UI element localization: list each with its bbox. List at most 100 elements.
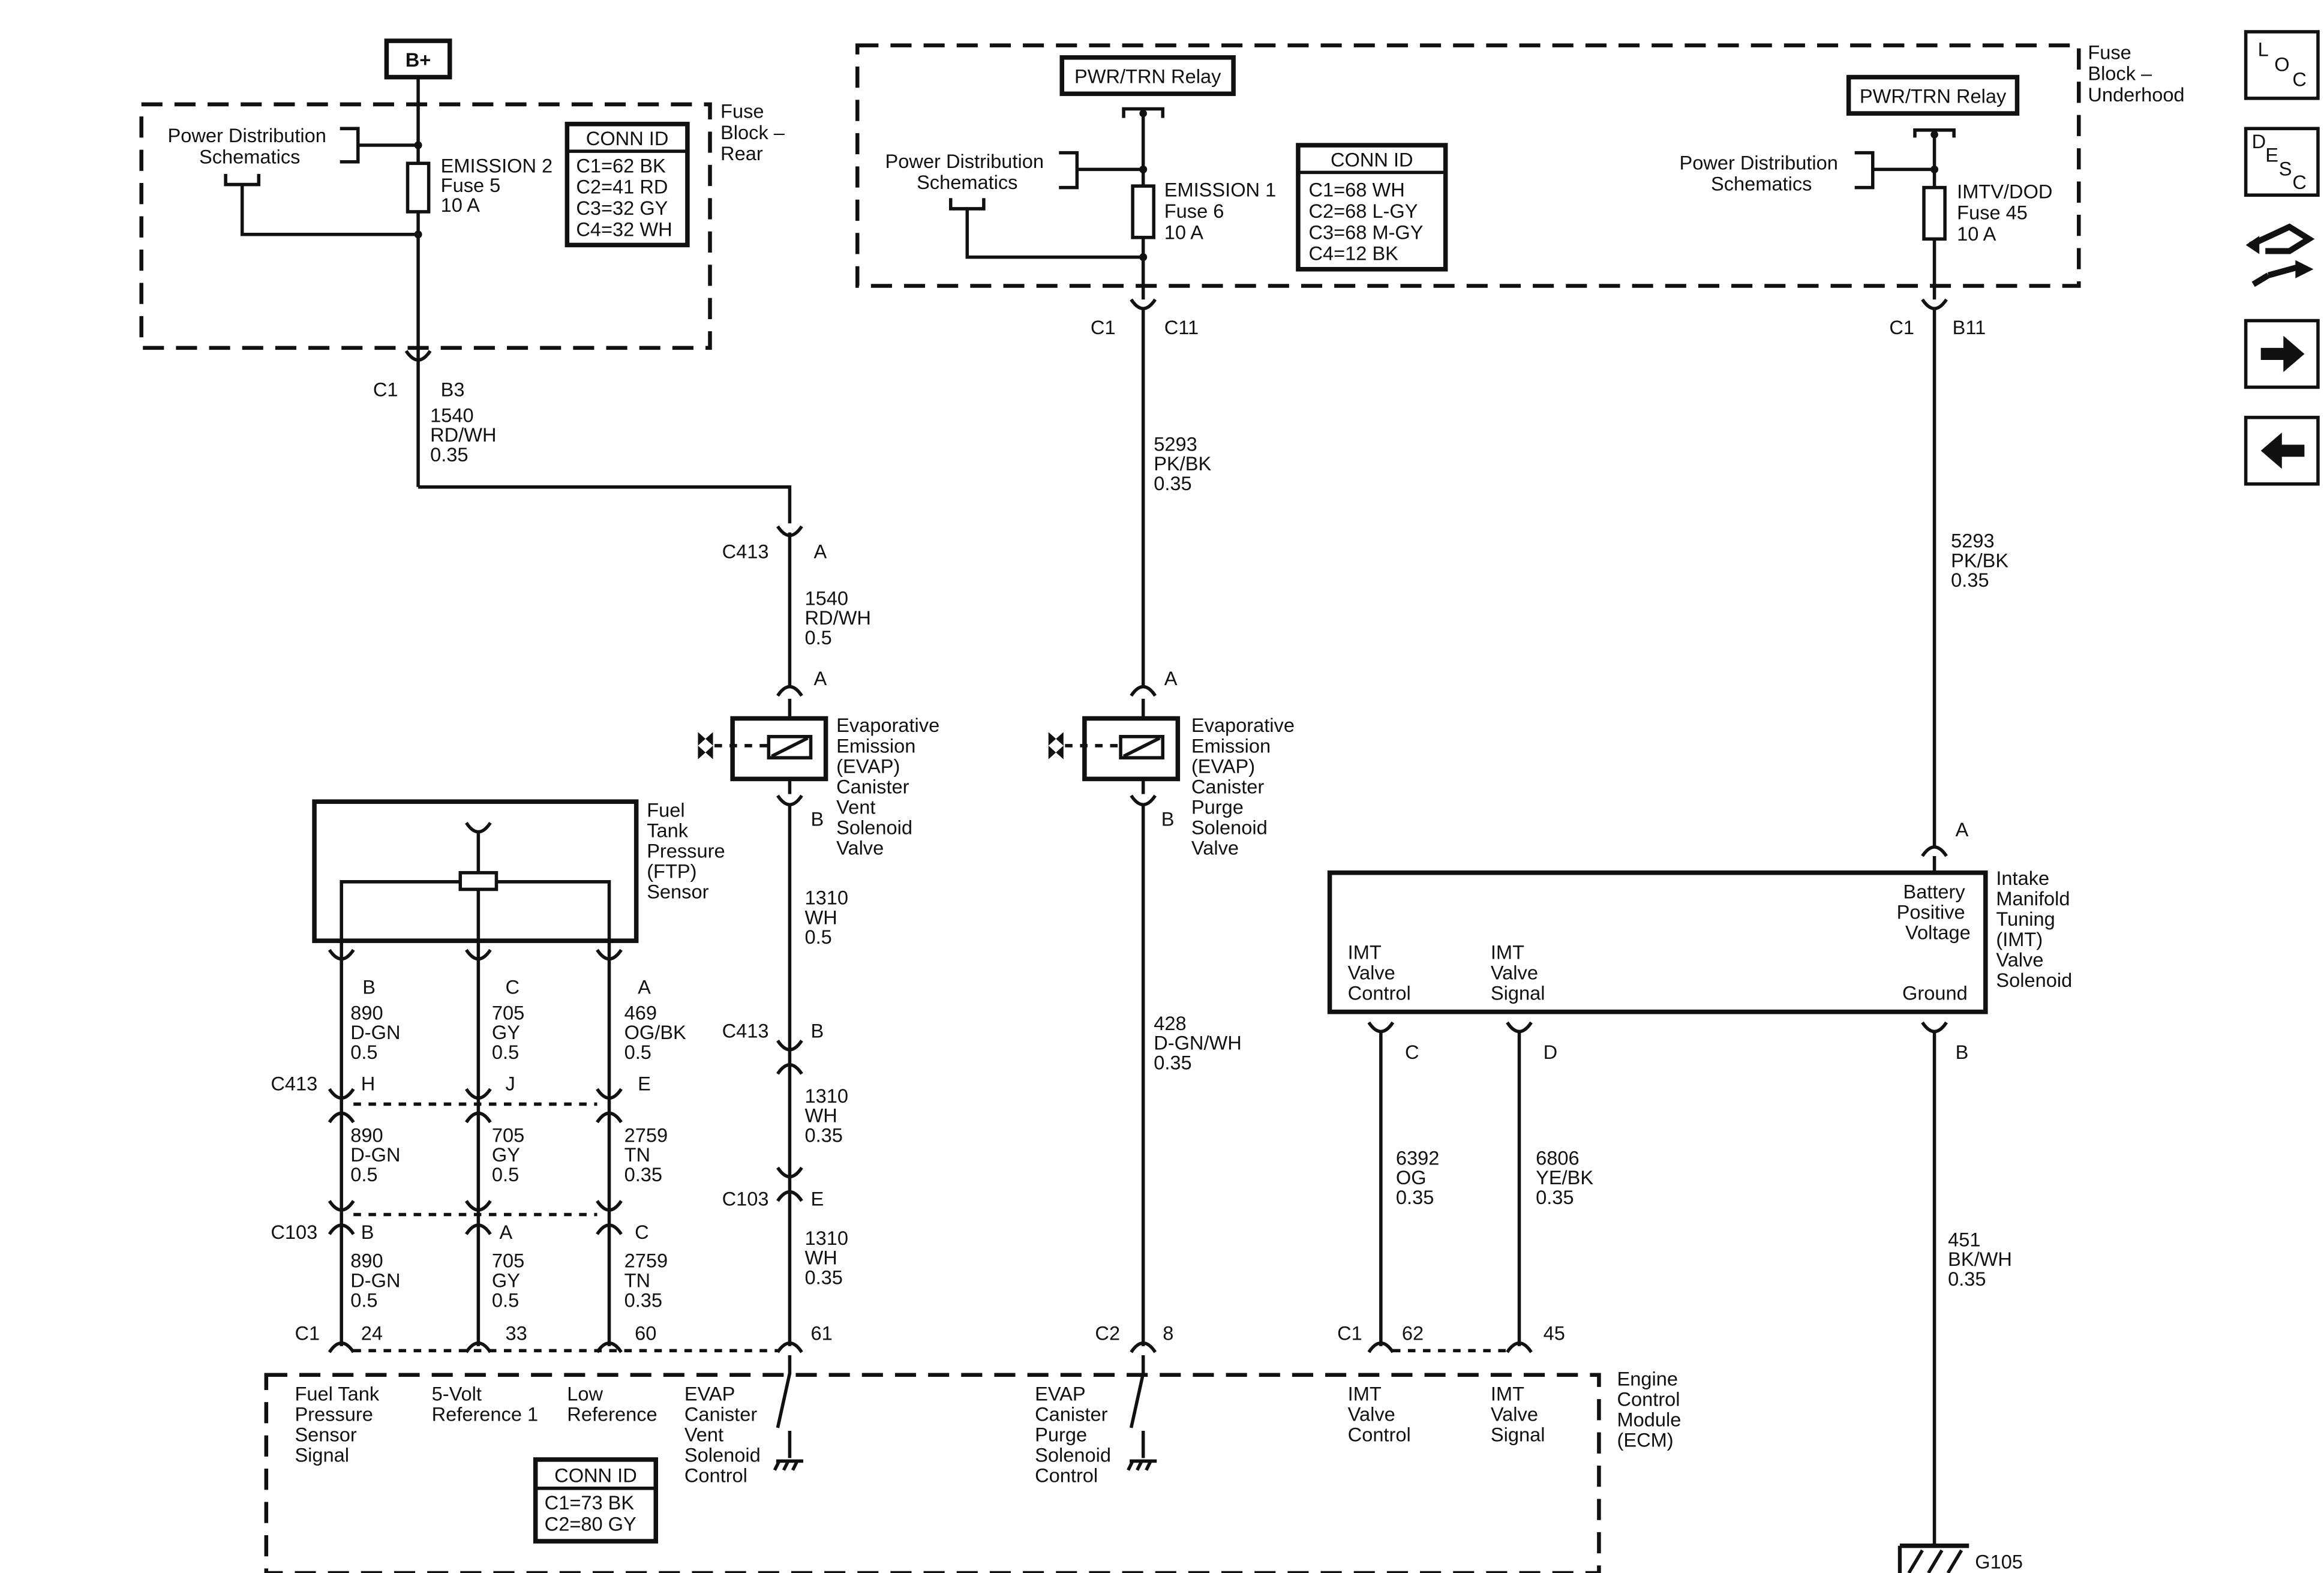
svg-text:1310 WH 0.5: 1310 WH 0.5 <box>804 887 854 948</box>
svg-text:J: J <box>506 1073 515 1095</box>
ground-label: G105 <box>1975 1550 2023 1572</box>
pwr-trn-relay-1 <box>1059 55 1236 97</box>
fuse-block-rear-title: Fuse Block – Rear <box>720 100 790 165</box>
svg-text:Low Reference: Low Reference <box>567 1383 657 1425</box>
svg-text:Fuel Tank Pressure: Fuel Tank Pressure Sensor Signal <box>295 1383 385 1466</box>
imt-solenoid-branch: C1 B11 5293 PK/BK 0.35 A Battery Positiv… <box>1327 298 2075 1573</box>
svg-text:A: A <box>1164 667 1178 689</box>
connector-swap-icon[interactable] <box>2245 223 2315 287</box>
prev-arrow-button[interactable] <box>2244 416 2320 486</box>
svg-text:IMT Valve Control: IMT Valve Control <box>1348 941 1411 1004</box>
battery-label: B+ <box>406 49 431 71</box>
evap-vent-label: Evaporative Emission (EVAP) Canister Ven… <box>836 714 945 858</box>
svg-text:C: C <box>2292 68 2307 91</box>
svg-text:B: B <box>811 807 824 830</box>
ftp-sensor-branch: Fuel Tank Pressure (FTP) Sensor B C A 89… <box>271 798 778 1353</box>
wire-1540b-label: 1540 RD/WH 0.5 <box>804 587 876 649</box>
svg-text:C1=62 BK C2=41 RD: C1=62 BK C2=41 RD C3=32 GY C4=32 WH <box>576 154 673 240</box>
svg-text:C1: C1 <box>1091 316 1116 338</box>
next-arrow-button[interactable] <box>2244 319 2320 389</box>
arrow-left-icon <box>2260 433 2305 469</box>
svg-text:H: H <box>361 1073 376 1095</box>
svg-text:IMT Valve Control: IMT Valve Control <box>1348 1383 1411 1446</box>
svg-text:C2: C2 <box>1095 1322 1120 1344</box>
svg-text:E: E <box>638 1073 651 1095</box>
svg-text:E: E <box>811 1187 824 1209</box>
wire-1540-run <box>418 485 792 524</box>
ecm: Engine Control Module (ECM) Fuel Tank Pr… <box>264 1355 1681 1573</box>
fuse-block-rear-outline <box>139 102 712 350</box>
svg-text:B: B <box>362 975 376 998</box>
conn-b3-label: B3 <box>441 378 465 400</box>
svg-text:D: D <box>1544 1041 1558 1063</box>
pwr-trn-relay-2 <box>1846 74 2020 116</box>
svg-text:D: D <box>2252 130 2266 152</box>
svg-text:PWR/TRN Relay: PWR/TRN Relay <box>1074 65 1221 88</box>
svg-text:60: 60 <box>635 1322 656 1344</box>
evap-purge-branch: C1 C11 5293 PK/BK 0.35 A Evaporative Emi… <box>1048 298 1300 1353</box>
evap-purge-label: Evaporative Emission (EVAP) Canister Pur… <box>1191 714 1300 858</box>
ground-g105-icon <box>1897 1543 1969 1573</box>
svg-text:PWR/TRN Relay: PWR/TRN Relay <box>1860 85 2007 107</box>
fuse-block-underhood: Fuse Block – Underhood PWR/TRN Relay Pow… <box>855 41 2185 300</box>
connector-c1-b3 <box>404 350 432 362</box>
svg-text:Power Distribution Schem: Power Distribution Schematics <box>885 150 1049 193</box>
svg-text:428 D-GN/WH 0.35: 428 D-GN/WH 0.35 <box>1154 1012 1247 1074</box>
svg-text:1310 WH 0.35: 1310 WH 0.35 <box>804 1227 854 1289</box>
svg-text:C103: C103 <box>271 1221 317 1243</box>
svg-text:C: C <box>506 975 520 998</box>
svg-text:E: E <box>2265 144 2278 166</box>
valve-icon <box>1048 732 1064 760</box>
svg-text:A: A <box>638 975 651 998</box>
svg-text:B: B <box>811 1019 824 1041</box>
fuse-emission1 <box>1131 184 1155 239</box>
svg-text:8: 8 <box>1163 1322 1173 1344</box>
svg-text:IMT Valve Signal: IMT Valve Signal <box>1491 941 1545 1004</box>
nav-panel: L O C D E S C <box>2244 30 2320 486</box>
evap-vent-branch: C413 A 1540 RD/WH 0.5 A Evaporative Emis… <box>698 525 945 1353</box>
imt-solenoid-box <box>1327 870 1988 1014</box>
valve-icon <box>698 732 713 760</box>
rear-power-dist-return <box>224 173 419 236</box>
svg-text:C413: C413 <box>271 1073 317 1095</box>
location-button[interactable]: L O C <box>2244 30 2320 100</box>
svg-text:C1: C1 <box>295 1322 320 1344</box>
svg-text:61: 61 <box>811 1322 833 1344</box>
svg-text:5293 PK/BK 0.35: 5293 PK/BK 0.35 <box>1951 530 2014 592</box>
svg-text:CONN ID: CONN ID <box>586 127 669 149</box>
rear-conn-id-box: CONN ID C1=62 BK C2=41 RD C3=32 GY C4=32… <box>565 121 690 248</box>
svg-text:C1=73 BK C2=80 GY: C1=73 BK C2=80 GY <box>545 1491 640 1535</box>
svg-text:B: B <box>1161 807 1175 830</box>
purge-driver-switch-icon <box>1129 1355 1145 1458</box>
imt-label: Intake Manifold Tuning (IMT) Valve Solen… <box>1996 867 2075 991</box>
svg-text:C1: C1 <box>1337 1322 1362 1344</box>
svg-text:A: A <box>499 1221 512 1243</box>
connector-vent-a <box>776 685 803 697</box>
rear-power-dist-bracket <box>340 127 419 164</box>
underhood-conn-id-box: CONN ID C1=68 WH C2=68 L-GY C3=68 M-GY C… <box>1296 143 1448 272</box>
svg-text:CONN ID: CONN ID <box>554 1464 637 1487</box>
description-button[interactable]: D E S C <box>2244 127 2320 197</box>
conn-c413-label: C413 <box>722 540 769 562</box>
svg-text:1310 WH 0.35: 1310 WH 0.35 <box>804 1085 854 1146</box>
wire-1540-label: 1540 RD/WH 0.35 <box>430 404 502 466</box>
svg-text:EMISSION 1 Fuse 6: EMISSION 1 Fuse 6 10 A <box>1164 179 1282 244</box>
vent-driver-switch-icon <box>776 1355 792 1458</box>
ecm-outline <box>264 1373 1601 1573</box>
svg-text:A: A <box>814 667 827 689</box>
svg-text:Power Distribution Schem: Power Distribution Schematics <box>1679 151 1843 194</box>
svg-text:B11: B11 <box>1953 316 1986 338</box>
svg-text:C1=68 WH C2=68 L-GY: C1=68 WH C2=68 L-GY C3=68 M-GY C4=12 BK <box>1308 179 1428 265</box>
svg-text:S: S <box>2279 157 2292 179</box>
ecm-conn-id-box: CONN ID C1=73 BK C2=80 GY <box>533 1457 659 1544</box>
svg-text:CONN ID: CONN ID <box>1331 148 1413 170</box>
